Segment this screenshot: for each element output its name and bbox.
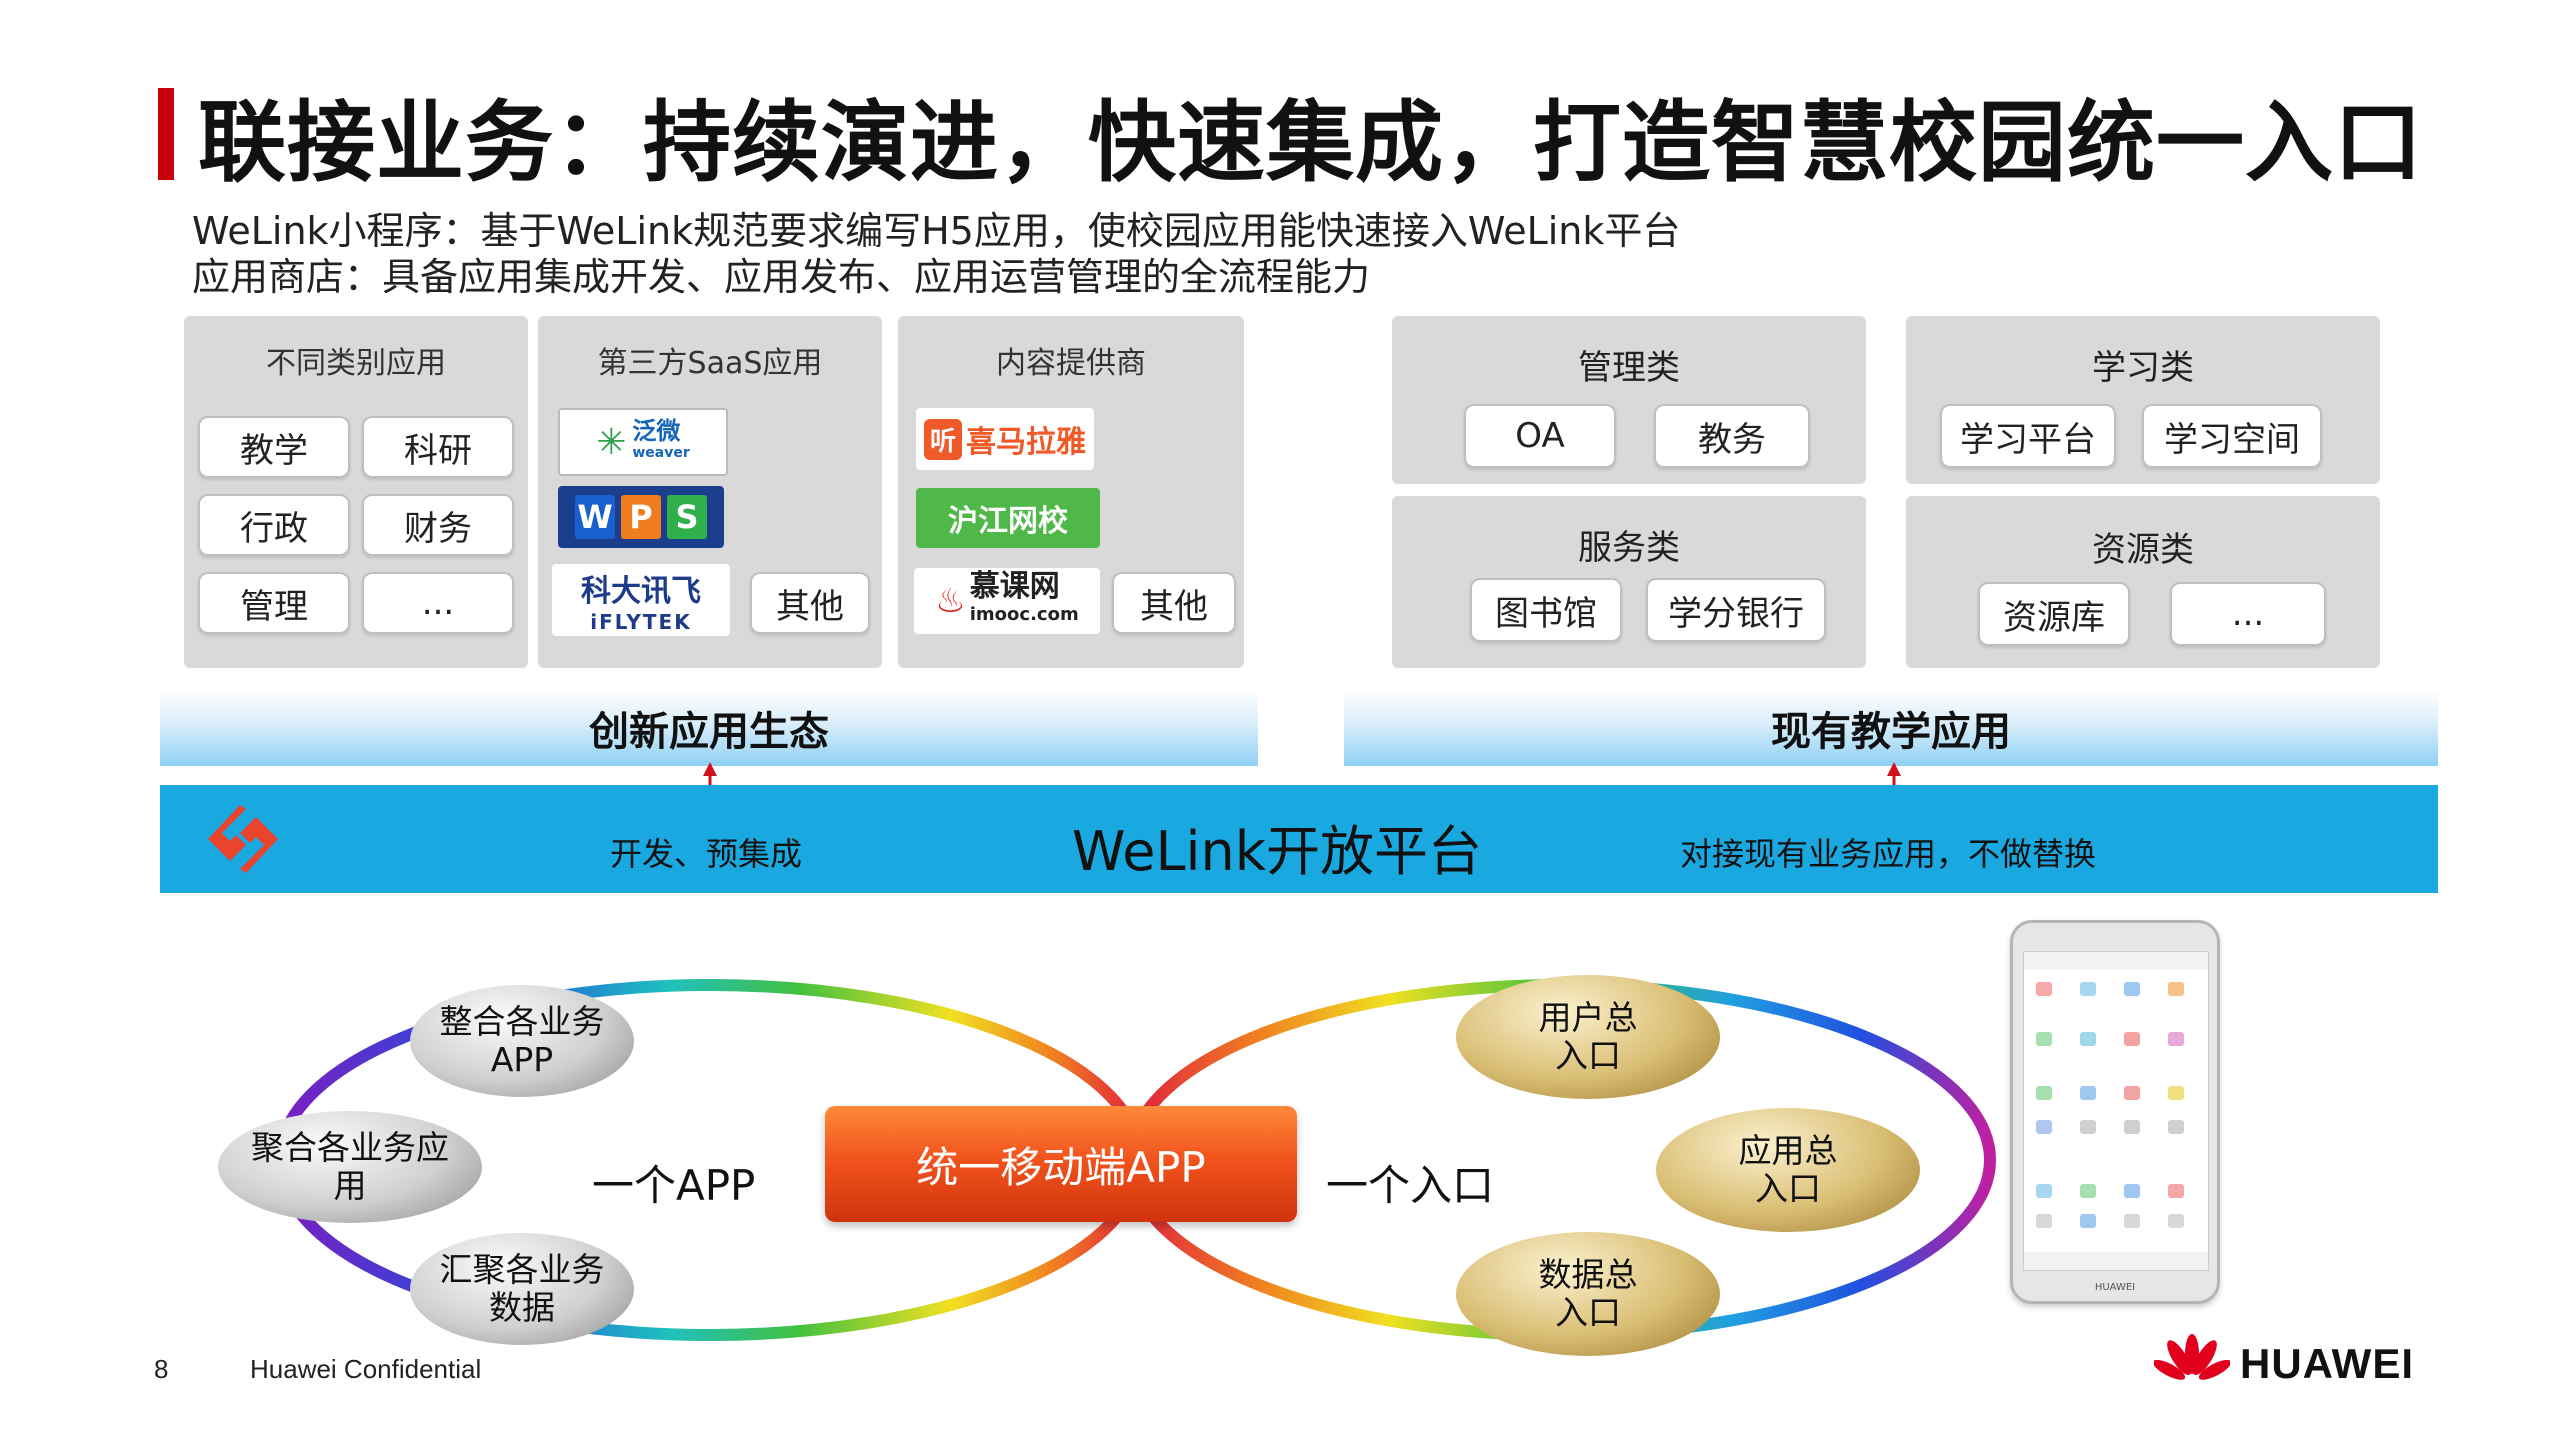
phone-brand: HUAWEI <box>2094 1282 2136 1293</box>
imooc-logo[interactable]: ♨ 慕课网 imooc.com <box>914 568 1100 634</box>
wps-letter-tile: P <box>621 495 661 539</box>
panel-service: 服务类 图书馆 学分银行 <box>1392 496 1866 668</box>
ximalaya-logo[interactable]: 听 喜马拉雅 <box>916 408 1094 470</box>
label-one-entry: 一个入口 <box>1326 1161 1495 1210</box>
chip-teaching[interactable]: 教学 <box>198 416 350 478</box>
panel-resource: 资源类 资源库 ... <box>1906 496 2380 668</box>
platform-name: WeLink开放平台 <box>1072 820 1483 883</box>
band-innovation-ecosystem: 创新应用生态 <box>160 690 1258 766</box>
welink-logo-icon <box>208 805 278 873</box>
unified-mobile-app[interactable]: 统一移动端APP <box>825 1106 1297 1222</box>
panel-learning: 学习类 学习平台 学习空间 <box>1906 316 2380 484</box>
chip-other-content[interactable]: 其他 <box>1112 572 1236 634</box>
page-title: 联接业务：持续演进，快速集成，打造智慧校园统一入口 <box>198 91 2424 194</box>
chip-learning-platform[interactable]: 学习平台 <box>1940 404 2116 468</box>
label-one-app: 一个APP <box>592 1161 756 1210</box>
panel-app-categories: 不同类别应用 教学 科研 行政 财务 管理 ... <box>184 316 528 668</box>
iflytek-logo[interactable]: 科大讯飞 iFLYTEK <box>552 564 730 636</box>
platform-left-note: 开发、预集成 <box>610 835 803 873</box>
ball-integrate-apps: 整合各业务APP <box>410 985 634 1097</box>
flame-icon: ♨ <box>935 581 966 621</box>
wps-letter-tile: S <box>667 495 707 539</box>
ball-data-entry: 数据总入口 <box>1456 1232 1720 1356</box>
platform-right-note: 对接现有业务应用，不做替换 <box>1680 835 2097 873</box>
hujiang-logo[interactable]: 沪江网校 <box>916 488 1100 548</box>
huawei-logo-icon <box>2154 1334 2230 1380</box>
phone-mockup: HUAWEI <box>2010 920 2220 1304</box>
band-existing-apps: 现有教学应用 <box>1344 690 2438 766</box>
subtitle-appstore: 应用商店：具备应用集成开发、应用发布、应用运营管理的全流程能力 <box>192 255 1371 299</box>
panel-title: 服务类 <box>1578 528 1680 568</box>
huawei-wordmark: HUAWEI <box>2240 1340 2414 1387</box>
page-number: 8 <box>154 1354 169 1384</box>
chip-admin[interactable]: 行政 <box>198 494 350 556</box>
listen-icon: 听 <box>923 418 962 460</box>
chip-more[interactable]: ... <box>362 572 514 634</box>
panel-content-providers: 内容提供商 听 喜马拉雅 沪江网校 ♨ 慕课网 imooc.com 其他 <box>898 316 1244 668</box>
panel-title: 管理类 <box>1578 348 1680 388</box>
chip-finance[interactable]: 财务 <box>362 494 514 556</box>
weaver-logo[interactable]: ✳ 泛微 weaver <box>558 408 728 476</box>
chip-learning-space[interactable]: 学习空间 <box>2142 404 2322 468</box>
chip-oa[interactable]: OA <box>1464 404 1616 468</box>
panel-title: 学习类 <box>2092 348 2194 388</box>
panel-title: 不同类别应用 <box>266 346 446 381</box>
ball-collect-data: 汇聚各业务数据 <box>410 1233 634 1345</box>
subtitle-welink: WeLink小程序：基于WeLink规范要求编写H5应用，使校园应用能快速接入W… <box>192 209 1681 253</box>
confidential-label: Huawei Confidential <box>250 1354 482 1384</box>
chip-management[interactable]: 管理 <box>198 572 350 634</box>
wps-letter-tile: W <box>575 495 615 539</box>
chip-library[interactable]: 图书馆 <box>1470 578 1622 642</box>
chip-research[interactable]: 科研 <box>362 416 514 478</box>
title-accent-bar <box>158 88 174 180</box>
welink-platform-bar: 开发、预集成 WeLink开放平台 对接现有业务应用，不做替换 <box>160 785 2438 893</box>
panel-management: 管理类 OA 教务 <box>1392 316 1866 484</box>
chip-credit-bank[interactable]: 学分银行 <box>1646 578 1826 642</box>
panel-title: 第三方SaaS应用 <box>597 346 823 381</box>
chip-resource-library[interactable]: 资源库 <box>1978 582 2130 646</box>
ball-app-entry: 应用总入口 <box>1656 1108 1920 1232</box>
ball-aggregate-apps: 聚合各业务应用 <box>218 1111 482 1223</box>
panel-title: 内容提供商 <box>996 346 1146 381</box>
phone-screen <box>2023 951 2209 1271</box>
chip-other-saas[interactable]: 其他 <box>750 572 870 634</box>
ball-user-entry: 用户总入口 <box>1456 975 1720 1099</box>
chip-more-resources[interactable]: ... <box>2170 582 2326 646</box>
weaver-leaf-icon: ✳ <box>596 421 627 463</box>
chip-academic-affairs[interactable]: 教务 <box>1654 404 1810 468</box>
panel-title: 资源类 <box>2092 530 2194 570</box>
